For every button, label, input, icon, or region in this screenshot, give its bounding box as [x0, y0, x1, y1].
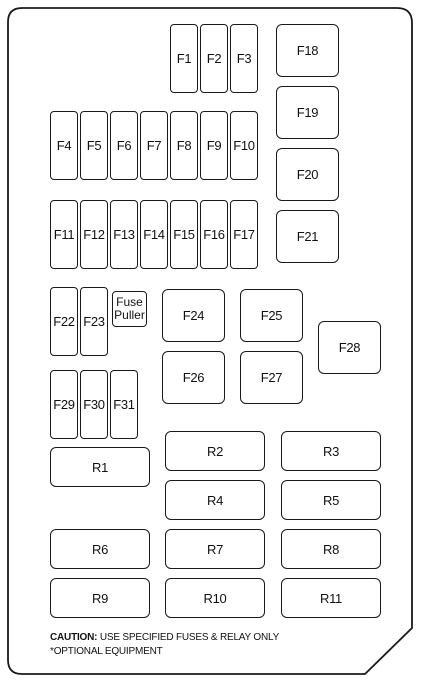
relay-r3: R3 — [281, 431, 381, 471]
fuse-f10: F10 — [230, 111, 258, 180]
fuse-label: F26 — [182, 370, 205, 385]
fuse-f7: F7 — [140, 111, 168, 180]
fuse-label: F8 — [176, 138, 192, 153]
fuse-label: F10 — [233, 138, 255, 153]
fuse-f8: F8 — [170, 111, 198, 180]
fuse-label: F27 — [260, 370, 283, 385]
fuse-label: F12 — [83, 227, 105, 242]
caution-line: CAUTION: USE SPECIFIED FUSES & RELAY ONL… — [50, 631, 279, 645]
relay-r10: R10 — [165, 578, 265, 618]
fuse-label: F18 — [296, 43, 319, 58]
fuse-f20: F20 — [276, 148, 339, 201]
fuse-f18: F18 — [276, 24, 339, 77]
relay-label: R1 — [91, 459, 109, 475]
fuse-f31: F31 — [110, 370, 138, 439]
fuse-label: F21 — [296, 229, 319, 244]
fuse-f9: F9 — [200, 111, 228, 180]
fuse-label: F7 — [146, 138, 162, 153]
fuse-f22: F22 — [50, 287, 78, 356]
fuse-label: F13 — [113, 227, 135, 242]
fuse-label: F6 — [116, 138, 132, 153]
fuse-f17: F17 — [230, 200, 258, 269]
fuse-label: F2 — [206, 51, 222, 66]
fuse-f15: F15 — [170, 200, 198, 269]
fuse-label: F22 — [53, 314, 75, 329]
fuse-label: F24 — [182, 308, 205, 323]
fuse-f19: F19 — [276, 86, 339, 139]
fuse-label: F4 — [56, 138, 72, 153]
fuse-f3: F3 — [230, 24, 258, 93]
relay-r8: R8 — [281, 529, 381, 569]
caution-note: CAUTION: USE SPECIFIED FUSES & RELAY ONL… — [50, 631, 279, 659]
fuse-f27: F27 — [240, 351, 303, 404]
fuse-f25: F25 — [240, 289, 303, 342]
fuse-puller-line1: Fuse — [116, 295, 143, 309]
fuse-label: F20 — [296, 167, 319, 182]
fuse-label: F16 — [203, 227, 225, 242]
fuse-f5: F5 — [80, 111, 108, 180]
fuse-label: F28 — [338, 340, 361, 355]
fuse-label: F9 — [206, 138, 222, 153]
relay-label: R2 — [206, 443, 224, 459]
relay-r9: R9 — [50, 578, 150, 618]
fuse-f16: F16 — [200, 200, 228, 269]
fuse-label: F11 — [53, 227, 75, 242]
relay-label: R7 — [206, 541, 224, 557]
relay-label: R4 — [206, 492, 224, 508]
fuse-label: F19 — [296, 105, 319, 120]
relay-r1: R1 — [50, 447, 150, 487]
optional-equipment-note: *OPTIONAL EQUIPMENT — [50, 646, 163, 657]
fuse-puller-line2: Puller — [114, 308, 145, 322]
fuse-label: F23 — [83, 314, 105, 329]
fuse-puller: Fuse Puller — [112, 291, 147, 327]
relay-r6: R6 — [50, 529, 150, 569]
fuse-f6: F6 — [110, 111, 138, 180]
fuse-f24: F24 — [162, 289, 225, 342]
fuse-label: F1 — [176, 51, 192, 66]
relay-r5: R5 — [281, 480, 381, 520]
relay-label: R6 — [91, 541, 109, 557]
relay-label: R3 — [322, 443, 340, 459]
relay-r11: R11 — [281, 578, 381, 618]
fuse-f30: F30 — [80, 370, 108, 439]
relay-label: R10 — [203, 590, 227, 606]
relay-r4: R4 — [165, 480, 265, 520]
fuse-f14: F14 — [140, 200, 168, 269]
caution-text: USE SPECIFIED FUSES & RELAY ONLY — [97, 632, 280, 643]
caution-label: CAUTION: — [50, 632, 98, 643]
fuse-f2: F2 — [200, 24, 228, 93]
fuse-label: F31 — [113, 397, 135, 412]
fuse-f4: F4 — [50, 111, 78, 180]
fuse-f28: F28 — [318, 321, 381, 374]
relay-r2: R2 — [165, 431, 265, 471]
fuse-f23: F23 — [80, 287, 108, 356]
fuse-f29: F29 — [50, 370, 78, 439]
fuse-label: F14 — [143, 227, 165, 242]
relay-label: R8 — [322, 541, 340, 557]
fuse-f13: F13 — [110, 200, 138, 269]
fuse-label: F30 — [83, 397, 105, 412]
relay-r7: R7 — [165, 529, 265, 569]
relay-label: R11 — [320, 590, 342, 606]
fuse-label: F5 — [86, 138, 102, 153]
fuse-label: F15 — [173, 227, 195, 242]
fuse-label: F17 — [233, 227, 255, 242]
relay-label: R5 — [322, 492, 340, 508]
fuse-label: F29 — [53, 397, 75, 412]
fuse-f1: F1 — [170, 24, 198, 93]
fuse-f26: F26 — [162, 351, 225, 404]
fuse-f12: F12 — [80, 200, 108, 269]
fuse-label: F3 — [236, 51, 252, 66]
relay-label: R9 — [91, 590, 109, 606]
fuse-label: F25 — [260, 308, 283, 323]
fuse-f21: F21 — [276, 210, 339, 263]
fuse-f11: F11 — [50, 200, 78, 269]
